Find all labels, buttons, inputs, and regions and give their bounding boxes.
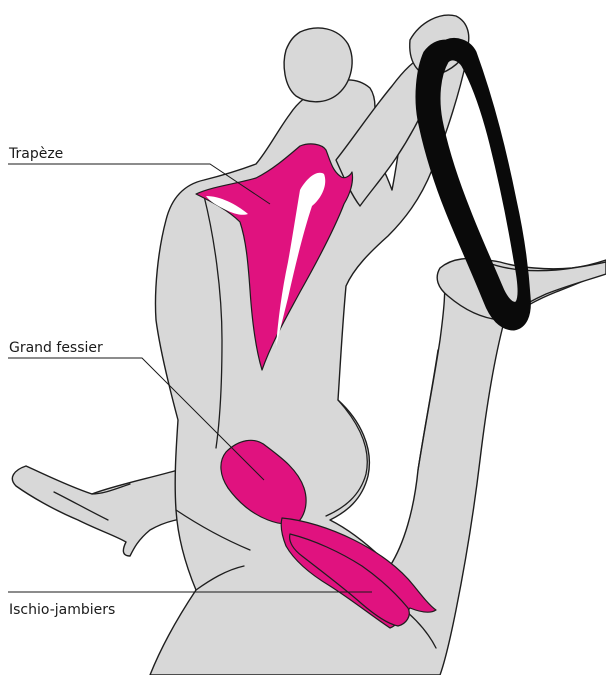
trapeze-label: Trapèze <box>8 146 63 162</box>
head <box>284 28 352 102</box>
grand-fessier-label: Grand fessier <box>9 340 103 356</box>
left-leg <box>12 466 196 556</box>
ischio-jambiers-label: Ischio-jambiers <box>9 602 115 618</box>
